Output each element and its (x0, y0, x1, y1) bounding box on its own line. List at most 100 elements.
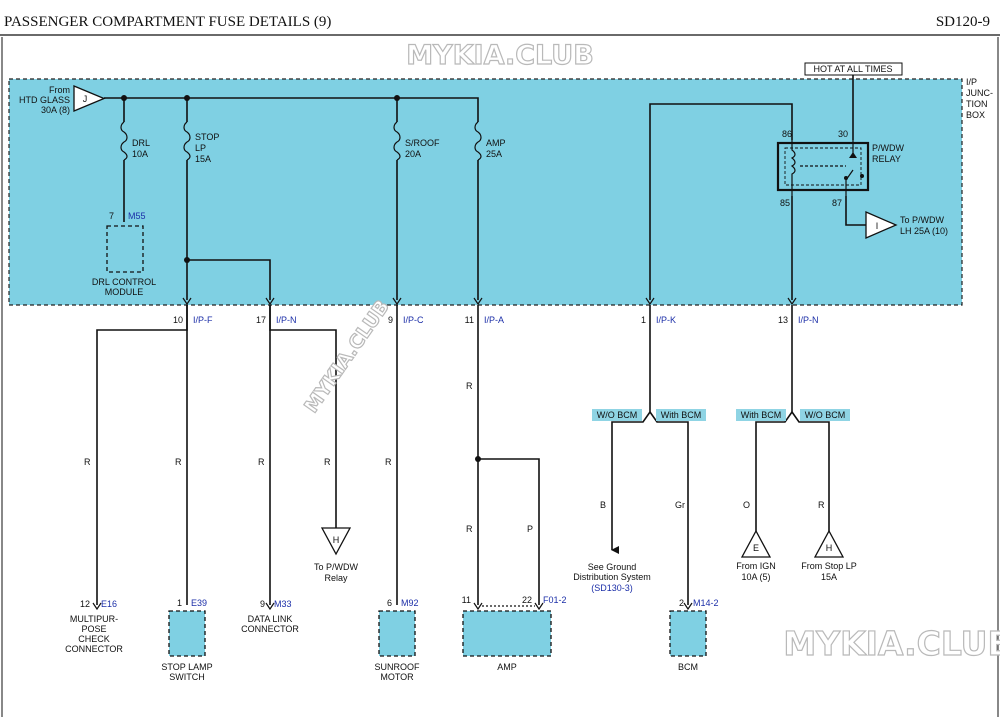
connector-triangle-icon (740, 529, 772, 558)
connector-id: M92 (401, 598, 419, 608)
relay-pin: 87 (832, 198, 842, 208)
wire-color: R (175, 457, 182, 467)
pin-number: 9 (260, 599, 265, 609)
connector-id: E (753, 543, 759, 553)
fuse-sroof-rating: 20A (405, 149, 421, 159)
wire-bcm (649, 411, 689, 605)
option-tag (800, 409, 850, 421)
watermark: MYKIA.CLUB (300, 296, 394, 417)
source-connector: From HTD GLASS 30A (8) J (19, 85, 106, 115)
fuse-stop-label: STOP (195, 132, 219, 142)
jb-pin-number: 10 (173, 315, 183, 325)
drl-module-label: MODULE (105, 287, 144, 297)
option-tag (736, 409, 786, 421)
relay-label: RELAY (872, 154, 901, 164)
bcm-module: 2 M14-2 BCM (669, 598, 719, 672)
jb-connector-id: I/P-C (403, 315, 424, 325)
component-label: SWITCH (169, 672, 205, 682)
fuse-icon (474, 121, 482, 161)
pin-number: 11 (462, 595, 471, 605)
connector-id: F01-2 (543, 595, 567, 605)
connector-id: I (876, 221, 879, 231)
relay-pin: 85 (780, 198, 790, 208)
pin-number: 6 (387, 598, 392, 608)
connector-triangle-icon (73, 85, 106, 112)
jb-pin-number: 17 (256, 315, 266, 325)
wire-color: B (600, 500, 606, 510)
jb-connector-id: I/P-N (798, 315, 819, 325)
ref-label: To P/WDW (314, 562, 359, 572)
wire-color: Gr (675, 500, 685, 510)
component-label: MOTOR (380, 672, 414, 682)
connector-id: E39 (191, 598, 207, 608)
wire-color: R (84, 457, 91, 467)
component-label: DATA LINK (248, 614, 293, 624)
component-label: AMP (497, 662, 517, 672)
main-bus-wire (104, 97, 479, 300)
watermark: MYKIA.CLUB (783, 624, 1000, 663)
jb-pin-number: 13 (778, 315, 788, 325)
fuse-sroof-label: S/ROOF (405, 138, 440, 148)
ground-ref-link[interactable]: (SD130-3) (591, 583, 633, 593)
relay-output-label: LH 25A (10) (900, 226, 948, 236)
source-label: 30A (8) (41, 105, 70, 115)
wire-color: R (258, 457, 265, 467)
source-label: HTD GLASS (19, 95, 70, 105)
relay-label: P/WDW (872, 143, 904, 153)
component-label: CONNECTOR (241, 624, 299, 634)
wire-color: R (818, 500, 825, 510)
page-header: PASSENGER COMPARTMENT FUSE DETAILS (9) S… (0, 0, 1000, 37)
hot-at-all-times-label: HOT AT ALL TIMES (813, 64, 892, 74)
ground-ref-label: Distribution System (573, 572, 651, 582)
pin-number: 7 (109, 211, 114, 221)
junction-box-label: BOX (966, 110, 985, 120)
relay-pin: 30 (838, 129, 848, 139)
drl-control-module (106, 225, 144, 273)
wire-ground (611, 411, 651, 554)
component-label: STOP LAMP (161, 662, 212, 672)
relay-output-label: To P/WDW (900, 215, 945, 225)
stop-lamp-switch: 1 E39 STOP LAMP SWITCH (161, 598, 212, 682)
pin-number: 2 (679, 598, 684, 608)
amp-module: 11 22 F01-2 AMP (462, 595, 567, 672)
junction-box-area (8, 78, 963, 306)
pin-number: 22 (522, 595, 532, 605)
fuse-icon (183, 121, 191, 161)
junction-box-label: JUNC- (966, 88, 993, 98)
ref-label: Relay (324, 573, 348, 583)
junction-box: I/P JUNC- TION BOX (8, 77, 993, 306)
pwdw-relay: 86 30 85 87 P/WDW RELAY I To P/WDW LH 25… (649, 75, 948, 300)
relay-pin: 86 (782, 129, 792, 139)
component-label: POSE (81, 624, 106, 634)
component-label: BCM (678, 662, 698, 672)
junction-box-label: TION (966, 99, 988, 109)
page-title: PASSENGER COMPARTMENT FUSE DETAILS (9) (4, 14, 331, 30)
connector-id: H (826, 543, 833, 553)
connector-id: H (333, 535, 340, 545)
fuse-stop-label: LP (195, 143, 206, 153)
ref-label: 15A (821, 572, 837, 582)
relay-box (776, 141, 870, 192)
option-with-bcm: With BCM (661, 410, 702, 420)
page-id: SD120-9 (936, 14, 990, 30)
data-link-connector: 9 M33 DATA LINK CONNECTOR (241, 599, 299, 634)
component-label: CONNECTOR (65, 644, 123, 654)
option-wo-bcm: W/O BCM (597, 410, 638, 420)
wire-color: R (324, 457, 331, 467)
stop-lp-branch-wire (187, 259, 271, 300)
fuse-stop-rating: 15A (195, 154, 211, 164)
wire-stop-lp (791, 411, 830, 531)
connector-triangle-icon (813, 529, 845, 558)
relay-coil-feed-wire (649, 103, 793, 300)
jb-connector-id: I/P-K (656, 315, 676, 325)
connector-triangle-icon (865, 211, 898, 239)
option-with-bcm: With BCM (741, 410, 782, 420)
relay-output-wire (845, 196, 866, 226)
ref-label: From IGN (736, 561, 776, 571)
wire-color: R (466, 524, 473, 534)
pin-number: 1 (177, 598, 182, 608)
fuse-icon (120, 121, 128, 161)
drl-module-label: DRL CONTROL (92, 277, 156, 287)
component-label: SUNROOF (375, 662, 421, 672)
